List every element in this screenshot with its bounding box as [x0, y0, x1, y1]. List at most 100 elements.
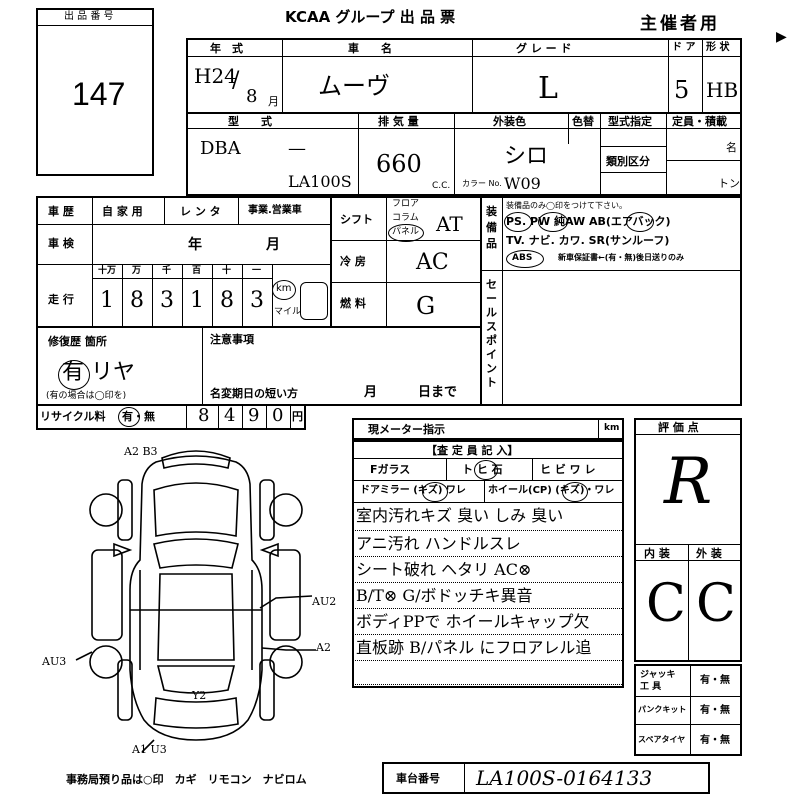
classification-label: 類別区分 — [606, 155, 650, 168]
persons-unit: 名 — [726, 141, 737, 154]
recycle-digit-2: 9 — [248, 405, 260, 426]
year-era: H24 — [194, 64, 237, 88]
shape-label: 形 状 — [706, 42, 730, 53]
diagram-mark-right-lower: A2 — [316, 641, 331, 654]
color-no-label: カラー No. — [462, 179, 502, 188]
chassis-label: 車台番号 — [396, 772, 440, 785]
evaluation-block: 評 価 点 R 内 装 外 装 C C — [634, 418, 742, 662]
doors-label: ド ア — [672, 42, 696, 53]
displacement-label: 排 気 量 — [378, 115, 419, 128]
lot-number-box: 出 品 番 号 147 — [36, 8, 154, 176]
type-designation-label: 型式指定 — [608, 115, 652, 128]
car-name-label: 車 名 — [348, 42, 392, 55]
name-change-month: 月 — [364, 385, 378, 400]
notices-label: 注意事項 — [210, 333, 254, 346]
shift-block: シフト フロア コラム パネル AT 冷 房 AC 燃 料 G — [330, 196, 482, 328]
recycle-label: リサイクル料 — [40, 410, 106, 423]
equipment-line-2: TV. ナビ. カワ. SR(サンルーフ) — [506, 234, 670, 247]
repair-circle — [58, 360, 90, 390]
displacement-value: 660 — [376, 150, 422, 178]
type-label: 型 式 — [228, 115, 272, 128]
inspector-label: 【査 定 員 記 入】 — [426, 444, 519, 457]
recycle-digit-3: 0 — [272, 405, 284, 426]
vehicle-info-block: 年 式 車 名 グ レ ー ド ド ア 形 状 H24 / 8 月 ムーヴ L … — [186, 38, 742, 196]
jack-label: ジャッキ 工 具 — [640, 670, 676, 692]
handwritten-note-1: アニ汚れ ハンドルスレ — [356, 534, 521, 553]
interior-label: 内 装 — [644, 547, 670, 560]
model-code: LA100S — [288, 172, 352, 191]
equipment-block: 装備品 セールスポイント 装備品のみ◯印をつけて下さい。 PS. PW 純AW … — [480, 196, 742, 406]
year-label: 年 式 — [210, 42, 243, 55]
handwritten-note-0: 室内汚れキズ 臭い しみ 臭い — [356, 506, 564, 525]
sales-point-label: セールスポイント — [486, 278, 497, 389]
repair-label: 修復歴 箇所 — [48, 335, 107, 348]
recycle-yen: 円 — [292, 410, 303, 423]
mileage-unit-0: 十万 — [98, 266, 117, 276]
inspector-block: 【査 定 員 記 入】 Fガラス ト ヒ 石 ヒ ビ ワ レ ドアミラー (キズ… — [352, 440, 624, 688]
handwritten-note-3: B/T⊗ G/ボドッチキ異音 — [356, 586, 533, 605]
month-value: 8 — [246, 86, 258, 107]
shape-value: HB — [706, 78, 739, 102]
color-code: W09 — [504, 174, 541, 193]
mileage-label: 走 行 — [48, 293, 74, 306]
mileage-unit-3: 百 — [192, 266, 202, 276]
mileage-unit-2: 千 — [162, 266, 172, 276]
inspector-wheel: ホイール(CP) (キズ)・ワレ — [488, 485, 615, 496]
mileage-bracket — [300, 282, 328, 320]
equipment-label: 装備品 — [486, 205, 497, 250]
car-damage-diagram — [75, 450, 316, 753]
type-dash: — — [288, 138, 306, 159]
accessories-block: ジャッキ 工 具 有・無 パンクキット 有・無 スペアタイヤ 有・無 — [634, 664, 742, 756]
inspector-mirror: ドアミラー (キズ) ワレ — [360, 485, 466, 496]
history-label: 車 歴 — [48, 205, 74, 218]
name-change-label: 名変期日の短い方 — [210, 387, 298, 400]
diagram-mark-top: A2 B3 — [124, 445, 158, 458]
shift-panel-circle — [388, 224, 424, 242]
fuel-label: 燃 料 — [340, 297, 366, 310]
mileage-digit-3: 1 — [190, 288, 204, 313]
circle-ab — [626, 212, 654, 232]
office-note: 事務局預り品は○印 カギ リモコン ナビロム — [66, 773, 307, 786]
mileage-unit-4: 十 — [222, 266, 232, 276]
arrow-marker: ▶ — [776, 29, 787, 45]
diagram-mark-right-mid: AU2 — [312, 595, 337, 608]
mileage-unit-1: 万 — [132, 266, 142, 276]
handwritten-note-2: シート破れ ヘタリ AC⊗ — [356, 560, 532, 579]
shift-label: シフト — [340, 213, 373, 226]
history-rental: レ ン タ — [180, 205, 221, 218]
year-slash: / — [232, 68, 240, 93]
spare-label: スペアタイヤ — [638, 735, 686, 744]
equipment-line-1: PS. PW 純AW AB(エアバック) — [506, 215, 671, 228]
chassis-number: LA100S-0164133 — [476, 766, 653, 790]
circle-abs — [506, 250, 544, 268]
meter-block: 現メーター指示 km — [352, 418, 624, 440]
history-block: 車 歴 自 家 用 レ ン タ 事業.営業車 車 検 年 月 走 行 十万 万 … — [36, 196, 332, 328]
color-change-label: 色替 — [572, 115, 594, 128]
handwritten-note-5: 直板跡 B/パネル にフロアレル追 — [356, 638, 592, 657]
mileage-unit-5: 一 — [252, 266, 262, 276]
car-name: ムーヴ — [318, 72, 390, 100]
inspector-item-2: ヒ ビ ワ レ — [540, 463, 596, 476]
exterior-color-value: シロ — [504, 144, 549, 169]
exterior-color-label: 外装色 — [493, 115, 526, 128]
mileage-digit-0: 1 — [100, 288, 114, 313]
lot-number-label: 出 品 番 号 — [64, 11, 114, 22]
current-meter-label: 現メーター指示 — [368, 423, 445, 436]
mileage-km-circle — [272, 280, 296, 300]
ac-label: 冷 房 — [340, 255, 366, 268]
cc-unit: C.C. — [432, 181, 451, 191]
circle-wheel-scratch — [562, 482, 588, 502]
doors-value: 5 — [674, 76, 690, 104]
organizer-label: 主催者用 — [640, 14, 720, 34]
puncture-options: 有・無 — [700, 705, 730, 716]
current-meter-unit: km — [604, 423, 620, 433]
repair-note: (有の場合は◯印を) — [46, 391, 127, 401]
circle-ishi — [474, 460, 498, 480]
recycle-circle — [118, 407, 140, 427]
repair-block: 修復歴 箇所 有 リヤ (有の場合は◯印を) 注意事項 名変期日の短い方 月 日… — [36, 326, 482, 406]
interior-grade: C — [646, 574, 686, 634]
month-unit: 月 — [268, 95, 279, 108]
shift-opt-floor: フロア — [392, 199, 420, 209]
mileage-digit-1: 8 — [130, 288, 144, 313]
tons-unit: トン — [718, 177, 740, 190]
